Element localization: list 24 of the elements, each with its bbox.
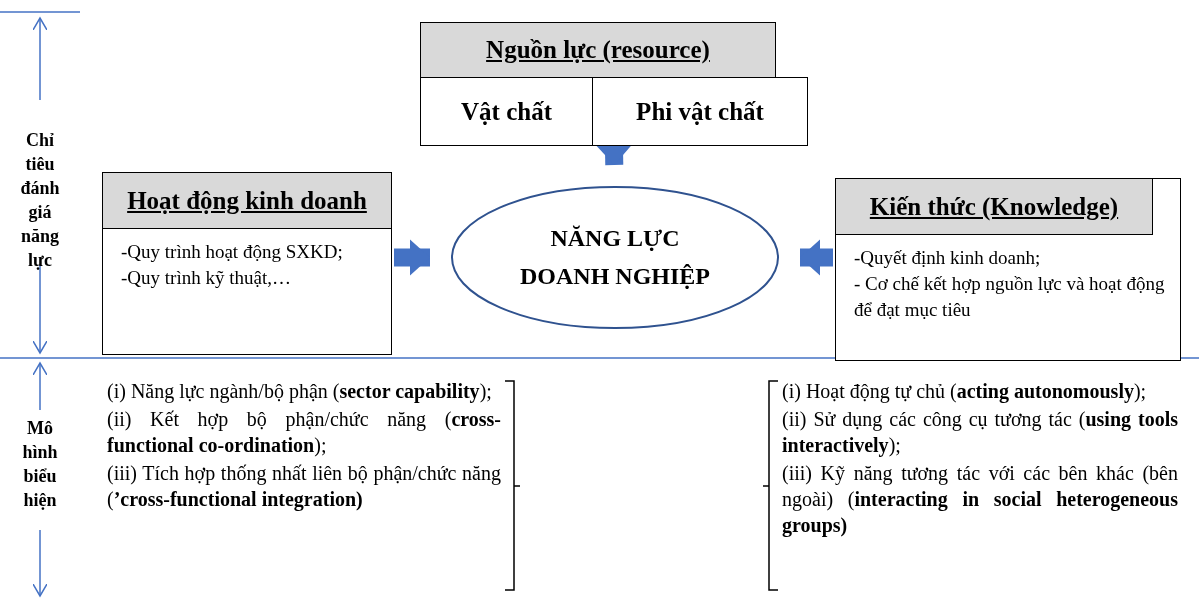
card-box	[102, 172, 392, 355]
side-label: Chỉ tiêu đánh giá năng lực	[19, 129, 61, 272]
header-box: Kiến thức (Knowledge)	[835, 178, 1153, 235]
body-text: -Quy trình hoạt động SXKD;	[121, 240, 344, 264]
list-item: (iii) Tích hợp thống nhất liên bộ phận/chức năng (’cross-functional integration)	[107, 461, 501, 512]
block-arrow	[394, 239, 430, 276]
body-text: -Quyết định kinh doanh;	[854, 246, 1042, 270]
body-text: - Cơ chế kết hợp nguồn lực và hoạt động để đạt mục tiêu	[854, 272, 1166, 322]
resource-table	[420, 22, 808, 146]
list-item: (i) Hoạt động tự chủ (acting autonomously);	[782, 379, 1148, 404]
list-item: (iii) Kỹ năng tương tác với các bên khác (bên ngoài) (interacting in social heterogeneous groups)	[782, 461, 1178, 538]
header-box: Hoạt động kinh doanh	[102, 172, 392, 229]
ellipse-text: NĂNG LỰC DOANH NGHIỆP	[519, 224, 711, 291]
list-item: (i) Năng lực ngành/bộ phận (sector capability);	[107, 379, 493, 404]
list-item: (ii) Sử dụng các công cụ tương tác (using tools interactively);	[782, 407, 1178, 458]
header-box: Nguồn lực (resource)	[420, 22, 776, 78]
card-box	[835, 178, 1181, 361]
block-arrow	[595, 144, 632, 166]
side-label: Mô hình biểu hiện	[21, 417, 59, 512]
cell-box: Vật chất	[420, 77, 593, 146]
cell-box: Phi vật chất	[592, 77, 808, 146]
block-arrow	[800, 239, 833, 276]
list-item: (ii) Kết hợp bộ phận/chức năng (cross-functional co-ordination);	[107, 407, 501, 458]
body-text: -Quy trình kỹ thuật,…	[121, 266, 292, 290]
